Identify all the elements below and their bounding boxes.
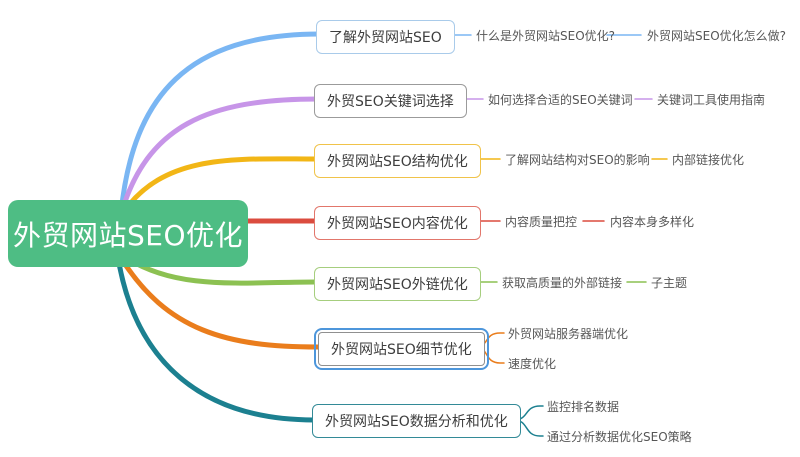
branch-node-4[interactable]: 外贸网站SEO内容优化 xyxy=(314,206,481,240)
root-topic-label: 外贸网站SEO优化 xyxy=(12,218,243,252)
subtopic-text[interactable]: 什么是外贸网站SEO优化? xyxy=(476,29,616,43)
subtopic-text[interactable]: 子主题 xyxy=(651,276,688,290)
subtopic-text[interactable]: 如何选择合适的SEO关键词 xyxy=(488,93,633,107)
subtopic-text[interactable]: 了解网站结构对SEO的影响 xyxy=(505,153,650,167)
branch-node-label: 外贸SEO关键词选择 xyxy=(327,94,454,110)
branch-curve-1 xyxy=(118,31,323,216)
branch-node-label: 外贸网站SEO细节优化 xyxy=(331,342,472,358)
subtopic-text[interactable]: 内容质量把控 xyxy=(505,215,578,229)
subtopic-text[interactable]: 外贸网站服务器端优化 xyxy=(508,327,629,341)
subtopic-text[interactable]: 内容本身多样化 xyxy=(610,215,695,229)
branch-curve-7 xyxy=(114,248,317,423)
subtopic-text[interactable]: 速度优化 xyxy=(508,357,557,371)
branch-curve-2 xyxy=(118,96,321,217)
branch-node-5[interactable]: 外贸网站SEO外链优化 xyxy=(314,267,481,301)
branch-node-3[interactable]: 外贸网站SEO结构优化 xyxy=(314,144,481,178)
branch-node-label: 了解外贸网站SEO xyxy=(329,30,442,46)
subtopic-text[interactable]: 通过分析数据优化SEO策略 xyxy=(547,430,692,444)
branch-node-2[interactable]: 外贸SEO关键词选择 xyxy=(314,84,467,118)
branch-node-label: 外贸网站SEO外链优化 xyxy=(327,277,468,293)
subtopic-text[interactable]: 关键词工具使用指南 xyxy=(657,93,766,107)
branch-curve-6 xyxy=(118,255,321,350)
branch-curve-5 xyxy=(122,254,319,286)
branch-node-label: 外贸网站SEO内容优化 xyxy=(327,216,468,232)
subtopic-text[interactable]: 监控排名数据 xyxy=(547,400,620,414)
branch-node-label: 外贸网站SEO数据分析和优化 xyxy=(325,414,508,430)
root-topic-node[interactable]: 外贸网站SEO优化 xyxy=(8,200,248,267)
branch-curve-3 xyxy=(122,156,319,213)
subtopic-text[interactable]: 获取高质量的外部链接 xyxy=(502,276,623,290)
subtopic-text[interactable]: 内部链接优化 xyxy=(672,153,745,167)
branch-node-6-selected[interactable]: 外贸网站SEO细节优化 xyxy=(314,328,489,370)
branch-node-1[interactable]: 了解外贸网站SEO xyxy=(316,20,455,54)
branch-node-7[interactable]: 外贸网站SEO数据分析和优化 xyxy=(312,404,521,438)
subtopic-text[interactable]: 外贸网站SEO优化怎么做? xyxy=(647,29,787,43)
branch-node-label: 外贸网站SEO结构优化 xyxy=(327,154,468,170)
